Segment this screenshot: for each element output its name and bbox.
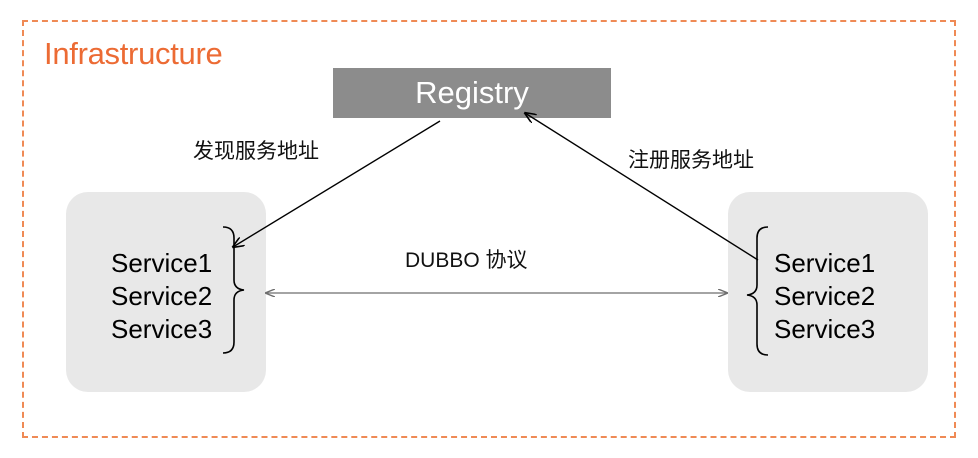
protocol-edge-label: DUBBO 协议	[405, 249, 528, 272]
provider-service-item: Service2	[774, 281, 876, 311]
register-edge-label: 注册服务地址	[628, 149, 754, 172]
provider-node	[728, 192, 928, 392]
consumer-service-item: Service2	[111, 281, 213, 311]
consumer-brace	[222, 226, 245, 354]
register-arrow	[525, 113, 759, 261]
discover-edge-label: 发现服务地址	[193, 140, 319, 163]
consumer-service-item: Service1	[111, 248, 213, 278]
registry-label: Registry	[415, 75, 529, 110]
provider-brace	[746, 226, 769, 356]
infrastructure-boundary	[22, 20, 956, 438]
consumer-node	[66, 192, 266, 392]
consumer-service-list: Service1 Service2 Service3	[111, 247, 212, 346]
provider-service-item: Service1	[774, 248, 876, 278]
infrastructure-title: Infrastructure	[44, 36, 223, 71]
consumer-service-item: Service3	[111, 314, 213, 344]
registry-node: Registry	[333, 68, 611, 118]
discover-arrow	[233, 120, 441, 247]
provider-service-item: Service3	[774, 314, 876, 344]
provider-service-list: Service1 Service2 Service3	[774, 247, 875, 346]
